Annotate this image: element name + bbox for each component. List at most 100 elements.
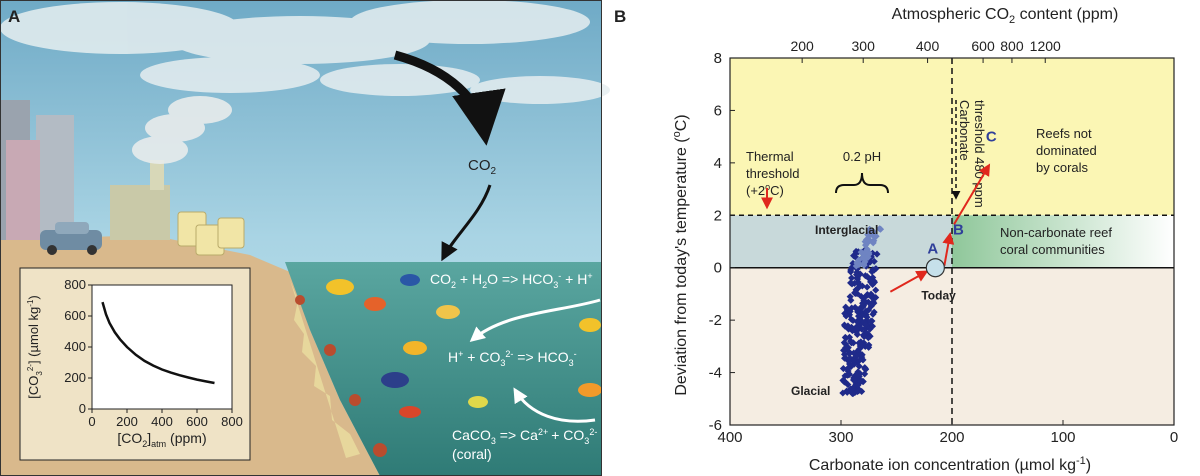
carbonate-arrow: [513, 387, 596, 423]
interglacial-point: [865, 232, 873, 240]
today-point: [925, 258, 945, 278]
glacial-point: [839, 389, 847, 397]
inset-x-tick-label: 400: [151, 414, 173, 429]
arrow-b-to-c: [953, 163, 991, 225]
x-tick-label: 300: [828, 429, 853, 446]
glacial-point: [848, 327, 856, 335]
top-axis-label: Atmospheric CO2 content (ppm): [892, 6, 1119, 26]
glacial-point: [863, 291, 871, 299]
panel-a-letter: A: [8, 7, 20, 26]
glacial-point: [844, 365, 852, 373]
glacial-point: [847, 385, 855, 393]
top-tick-label: 1200: [1030, 38, 1061, 54]
top-tick-label: 400: [916, 38, 940, 54]
interglacial-point: [860, 260, 868, 268]
top-tick-label: 600: [971, 38, 995, 54]
glacial-point: [858, 282, 866, 290]
label-point-b: B: [953, 221, 964, 238]
glacial-point: [845, 350, 853, 358]
glacial-point: [873, 250, 881, 258]
glacial-point: [849, 376, 858, 384]
glacial-point: [853, 330, 861, 339]
glacial-point: [869, 310, 877, 318]
coral-reef: [290, 280, 387, 458]
smoke: [132, 96, 232, 164]
interglacial-point: [857, 248, 865, 256]
inset-y-tick-label: 600: [64, 308, 86, 323]
label-point-a: A: [927, 241, 938, 258]
panel-b-zones: [730, 58, 1174, 425]
equation-3: CaCO3 => Ca2++ CO32-: [452, 427, 597, 446]
y-tick-label: 6: [714, 102, 722, 119]
glacial-point: [863, 273, 871, 281]
glacial-point: [872, 293, 880, 302]
label-ph: 0.2 pH: [843, 149, 881, 164]
inset-x-axis-label: [CO2]atm (ppm): [117, 430, 206, 449]
glacial-point: [847, 339, 856, 347]
glacial-point: [845, 370, 853, 378]
zone-interglacial-band: [730, 215, 952, 268]
inset-y-tick-label: 400: [64, 339, 86, 354]
arrow-glacial-to-today: [889, 270, 929, 293]
inset-x-tick-label: 0: [88, 414, 95, 429]
interglacial-point: [869, 239, 877, 247]
glacial-point: [868, 300, 876, 308]
coral-label: (coral): [452, 446, 492, 462]
glacial-point: [841, 354, 849, 362]
interglacial-point: [872, 232, 880, 240]
glacial-point: [852, 352, 860, 360]
glacial-point: [870, 266, 878, 274]
glacial-point: [857, 378, 865, 386]
top-tick-label: 300: [852, 38, 876, 54]
hydrogen-arrow: [469, 298, 601, 342]
x-tick-label: 100: [1050, 429, 1075, 446]
glacial-point: [854, 370, 862, 378]
x-tick-label: 400: [717, 429, 742, 446]
carbonate-curve: [101, 301, 215, 385]
co2-absorption-arrow: [441, 184, 492, 262]
interglacial-point: [877, 225, 885, 233]
glacial-point: [854, 312, 863, 320]
scatter-points: [839, 225, 885, 398]
inset-y-tick-label: 200: [64, 370, 86, 385]
inset-x-tick-label: 200: [116, 414, 138, 429]
inset-y-tick-label: 800: [64, 277, 86, 292]
glacial-point: [860, 333, 868, 341]
top-tick-label: 800: [1000, 38, 1024, 54]
glacial-point: [863, 313, 871, 321]
interglacial-point: [853, 259, 861, 267]
storage-tanks: [177, 211, 245, 256]
y-tick-label: 4: [714, 155, 722, 172]
glacial-point: [854, 317, 862, 325]
y-tick-label: -4: [709, 365, 722, 382]
glacial-point: [868, 322, 877, 330]
label-glacial: Glacial: [791, 384, 830, 398]
glacial-point: [862, 321, 870, 329]
glacial-point: [860, 296, 868, 305]
co2-emission-arrow: [393, 50, 506, 146]
glacial-point: [848, 280, 856, 288]
interglacial-point: [866, 225, 874, 233]
zone-noncarbonate-reef: [952, 215, 1174, 268]
glacial-point: [842, 312, 850, 320]
car-icon: [40, 222, 102, 255]
glacial-point: [870, 257, 878, 265]
glacial-point: [848, 274, 856, 282]
equation-1: CO2 + H2O => HCO3- + H+: [430, 271, 593, 290]
fish-group: [326, 274, 602, 418]
glacial-point: [852, 271, 861, 279]
glacial-point: [852, 286, 860, 294]
top-tick-label: 200: [790, 38, 814, 54]
glacial-point: [852, 247, 860, 255]
glacial-point: [859, 356, 867, 364]
panel-b-letter: B: [614, 7, 626, 26]
inset-y-axis-label: [CO32-] (µmol kg-1): [26, 295, 44, 399]
inset-x-tick-label: 600: [186, 414, 208, 429]
glacial-point: [857, 343, 865, 351]
